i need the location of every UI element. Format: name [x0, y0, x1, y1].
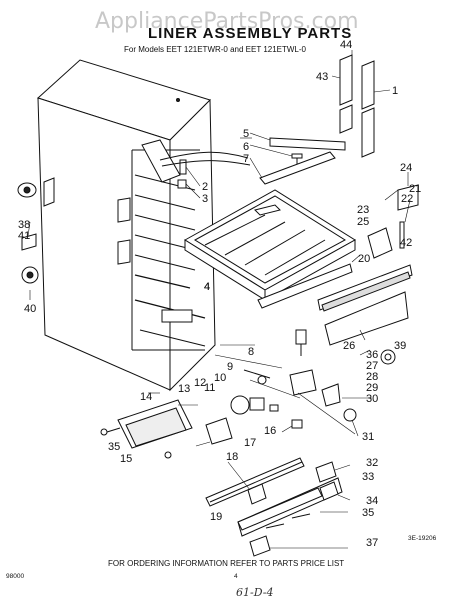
callout-36: 36 [366, 349, 378, 361]
callout-26: 26 [343, 340, 355, 352]
top-hardware [249, 132, 346, 185]
diagram-title: LINER ASSEMBLY PARTS [148, 25, 352, 42]
rail-32-37 [237, 461, 343, 557]
callout-7: 7 [243, 153, 249, 165]
callout-1: 1 [392, 85, 398, 97]
callout-35-right: 35 [362, 507, 374, 519]
left-hardware [17, 177, 55, 300]
diagram-subtitle: For Models EET 121ETWR-0 and EET 121ETWL… [124, 45, 307, 54]
callout-28: 28 [366, 371, 378, 383]
callout-39: 39 [394, 340, 406, 352]
callout-17: 17 [244, 437, 256, 449]
callout-29: 29 [366, 382, 378, 394]
callout-34: 34 [366, 495, 378, 507]
callout-42: 42 [400, 237, 412, 249]
wiring [159, 151, 251, 167]
callout-35-left: 35 [108, 441, 120, 453]
callout-labels: 1 2 3 4 5 6 7 8 9 10 11 12 13 14 15 16 1… [18, 39, 421, 549]
handwritten-note: 61-D-4 [236, 586, 273, 599]
bracket-14-15 [100, 399, 193, 459]
watermark: AppliancePartsPros.com [95, 9, 359, 34]
callout-16: 16 [264, 425, 276, 437]
callout-23: 23 [357, 204, 369, 216]
callout-43: 43 [316, 71, 328, 83]
callout-44: 44 [340, 39, 352, 51]
callout-38: 38 [18, 219, 30, 231]
callout-2: 2 [202, 181, 208, 193]
callout-30: 30 [366, 393, 378, 405]
callout-10: 10 [214, 372, 226, 384]
part-44-1-strips [331, 50, 391, 158]
callout-14: 14 [140, 391, 152, 403]
form-number: 98000 [6, 573, 24, 580]
callout-41: 41 [18, 230, 30, 242]
lower-center-parts [205, 329, 396, 445]
callout-25: 25 [357, 216, 369, 228]
callout-18: 18 [226, 451, 238, 463]
rail-18-19 [205, 457, 305, 507]
callout-19: 19 [210, 511, 222, 523]
callout-21: 21 [409, 183, 421, 195]
diagram-code: 3E-19206 [408, 535, 437, 542]
callout-3: 3 [202, 193, 208, 205]
callout-32: 32 [366, 457, 378, 469]
callout-20: 20 [358, 253, 370, 265]
callout-40: 40 [24, 303, 36, 315]
crisper-shelf [184, 189, 356, 301]
rail-20-26 [257, 254, 413, 346]
callout-9: 9 [227, 361, 233, 373]
right-side-hardware [367, 172, 419, 259]
callout-4-lower: 4 [204, 281, 210, 293]
ordering-footer: FOR ORDERING INFORMATION REFER TO PARTS … [108, 559, 344, 568]
callout-4: 4 [204, 281, 210, 293]
callout-5: 5 [243, 128, 249, 140]
callout-31: 31 [362, 431, 374, 443]
callout-22: 22 [401, 193, 413, 205]
callout-13: 13 [178, 383, 190, 395]
callout-11: 11 [204, 382, 215, 394]
page-number: 4 [234, 573, 238, 580]
callout-24: 24 [400, 162, 412, 174]
parts-2-3 [177, 159, 201, 199]
callout-12: 12 [194, 377, 206, 389]
callout-8: 8 [248, 346, 254, 358]
callout-15: 15 [120, 453, 132, 465]
callout-27: 27 [366, 360, 378, 372]
callout-6: 6 [243, 141, 249, 153]
cabinet-liner [37, 59, 216, 392]
leader-lines [148, 137, 372, 549]
callout-37: 37 [366, 537, 378, 549]
callout-33: 33 [362, 471, 374, 483]
